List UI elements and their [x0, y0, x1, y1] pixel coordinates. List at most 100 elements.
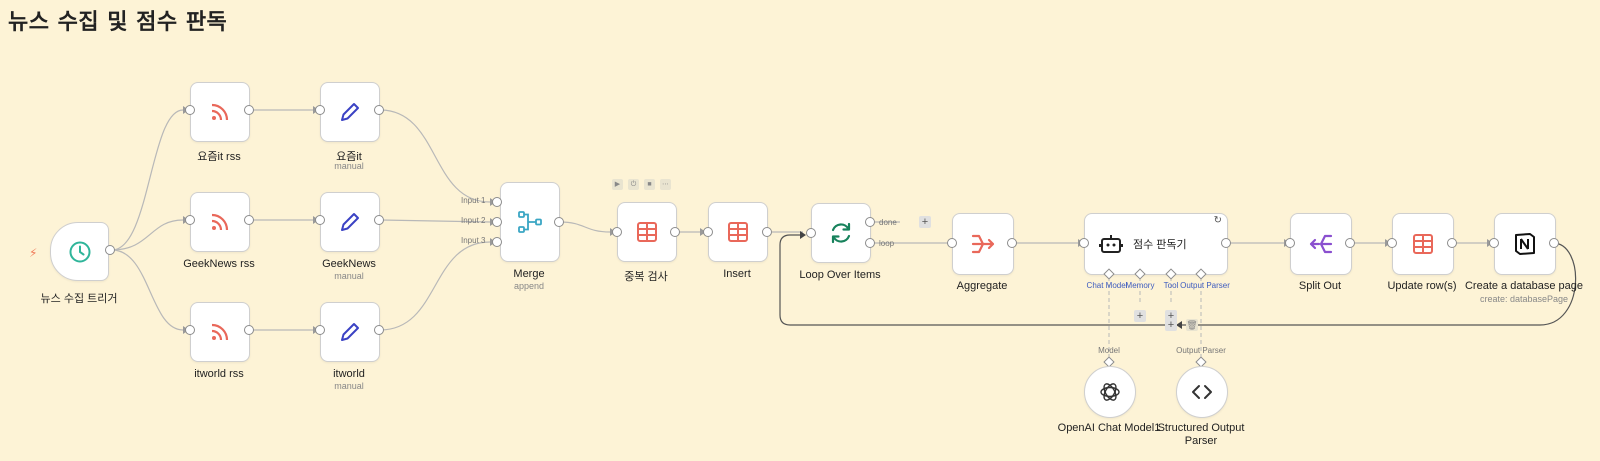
notion-sub: create: databasePage — [1479, 294, 1569, 304]
insert-label: Insert — [723, 268, 751, 280]
rss1-label: 요즘it rss — [197, 151, 241, 163]
rss-icon — [211, 323, 229, 341]
rss-node-itworld[interactable] — [190, 302, 250, 362]
rss-node-geeknews[interactable] — [190, 192, 250, 252]
rss2-input-port[interactable] — [185, 215, 195, 225]
aggregate-node[interactable] — [952, 213, 1014, 275]
parser-node[interactable] — [1176, 366, 1228, 418]
splitout-label: Split Out — [1298, 280, 1342, 292]
loop-node[interactable] — [811, 203, 871, 263]
agent-node[interactable]: 점수 판독기 ↻ — [1084, 213, 1228, 275]
trigger-bolt-icon: ⚡ — [29, 246, 38, 260]
table-icon — [1413, 234, 1433, 254]
merge-input-1-port[interactable] — [492, 197, 502, 207]
rss3-input-port[interactable] — [185, 325, 195, 335]
edge-trigger-rss1 — [111, 109, 184, 251]
merge-input-3-port[interactable] — [492, 237, 502, 247]
merge-input-3-label: Input 3 — [461, 236, 486, 245]
dedupe-output-port[interactable] — [670, 227, 680, 237]
loop-loop-label: loop — [879, 239, 895, 248]
memory-label: Memory — [1125, 281, 1155, 290]
add-memory-button[interactable]: + — [1134, 310, 1146, 322]
trigger-output-port[interactable] — [105, 245, 115, 255]
openai-node[interactable] — [1084, 366, 1136, 418]
output-parser-label: Output Parser — [1180, 281, 1230, 290]
more-icon[interactable]: ⋯ — [660, 179, 671, 190]
splitout-node[interactable] — [1290, 213, 1352, 275]
rss1-output-port[interactable] — [244, 105, 254, 115]
split-icon — [1309, 234, 1333, 254]
splitout-output-port[interactable] — [1345, 238, 1355, 248]
code-icon — [1192, 385, 1212, 399]
set2-input-port[interactable] — [315, 215, 325, 225]
table-icon — [728, 222, 748, 242]
aggregate-input-port[interactable] — [947, 238, 957, 248]
pencil-icon — [341, 323, 359, 341]
agent-input-port[interactable] — [1079, 238, 1089, 248]
notion-input-port[interactable] — [1489, 238, 1499, 248]
merge-sub: append — [513, 281, 545, 291]
rss1-input-port[interactable] — [185, 105, 195, 115]
clock-icon — [69, 241, 90, 262]
chat-model-label: Chat Model — [1086, 281, 1128, 290]
insert-node[interactable] — [708, 202, 768, 262]
execute-node-icon[interactable]: ▶ — [612, 179, 623, 190]
set1-output-port[interactable] — [374, 105, 384, 115]
set2-output-port[interactable] — [374, 215, 384, 225]
add-on-connection-button[interactable]: + — [1165, 319, 1177, 331]
insert-output-port[interactable] — [762, 227, 772, 237]
table-icon — [637, 222, 657, 242]
merge-input-2-label: Input 2 — [461, 216, 486, 225]
set1-input-port[interactable] — [315, 105, 325, 115]
power-icon[interactable]: ⏻ — [628, 179, 639, 190]
merge-icon — [518, 211, 542, 233]
set3-input-port[interactable] — [315, 325, 325, 335]
trigger-node[interactable] — [50, 222, 109, 281]
pencil-icon — [341, 103, 359, 121]
dedupe-node[interactable] — [617, 202, 677, 262]
loop-input-port[interactable] — [806, 228, 816, 238]
set-node-yozmit[interactable] — [320, 82, 380, 142]
set3-output-port[interactable] — [374, 325, 384, 335]
edge-merge-dedupe — [559, 221, 611, 233]
set-node-geeknews[interactable] — [320, 192, 380, 252]
set-node-itworld[interactable] — [320, 302, 380, 362]
dedupe-label: 중복 검사 — [624, 271, 668, 283]
rss2-output-port[interactable] — [244, 215, 254, 225]
notion-label: Create a database page — [1464, 280, 1584, 292]
aggregate-output-port[interactable] — [1007, 238, 1017, 248]
edge-loop-back — [779, 234, 1577, 326]
update-output-port[interactable] — [1447, 238, 1457, 248]
notion-node[interactable] — [1494, 213, 1556, 275]
rss-icon — [211, 213, 229, 231]
update-input-port[interactable] — [1387, 238, 1397, 248]
edge-trigger-rss2 — [111, 219, 184, 251]
loop-done-port[interactable] — [865, 217, 875, 227]
merge-input-1-label: Input 1 — [461, 196, 486, 205]
set1-label: 요즘it — [336, 151, 362, 163]
loop-label: Loop Over Items — [799, 269, 881, 281]
merge-node[interactable] — [500, 182, 560, 262]
tool-label: Tool — [1163, 281, 1179, 290]
rss-node-yozmit[interactable] — [190, 82, 250, 142]
merge-output-port[interactable] — [554, 217, 564, 227]
edge-set2-merge — [379, 219, 491, 223]
add-after-done-button[interactable]: + — [919, 216, 931, 228]
insert-input-port[interactable] — [703, 227, 713, 237]
notion-output-port[interactable] — [1549, 238, 1559, 248]
delete-icon[interactable]: ■ — [644, 179, 655, 190]
dedupe-input-port[interactable] — [612, 227, 622, 237]
update-node[interactable] — [1392, 213, 1454, 275]
loop-loop-port[interactable] — [865, 238, 875, 248]
merge-input-2-port[interactable] — [492, 217, 502, 227]
edge-set3-merge — [379, 241, 491, 331]
set1-sub: manual — [334, 161, 364, 171]
parser-label: Structured Output Parser — [1157, 422, 1245, 447]
splitout-input-port[interactable] — [1285, 238, 1295, 248]
delete-connection-button[interactable]: 🗑 — [1186, 319, 1198, 331]
rss3-output-port[interactable] — [244, 325, 254, 335]
trigger-label: 뉴스 수집 트리거 — [40, 293, 118, 305]
loop-done-label: done — [879, 218, 897, 227]
agent-output-port[interactable] — [1221, 238, 1231, 248]
